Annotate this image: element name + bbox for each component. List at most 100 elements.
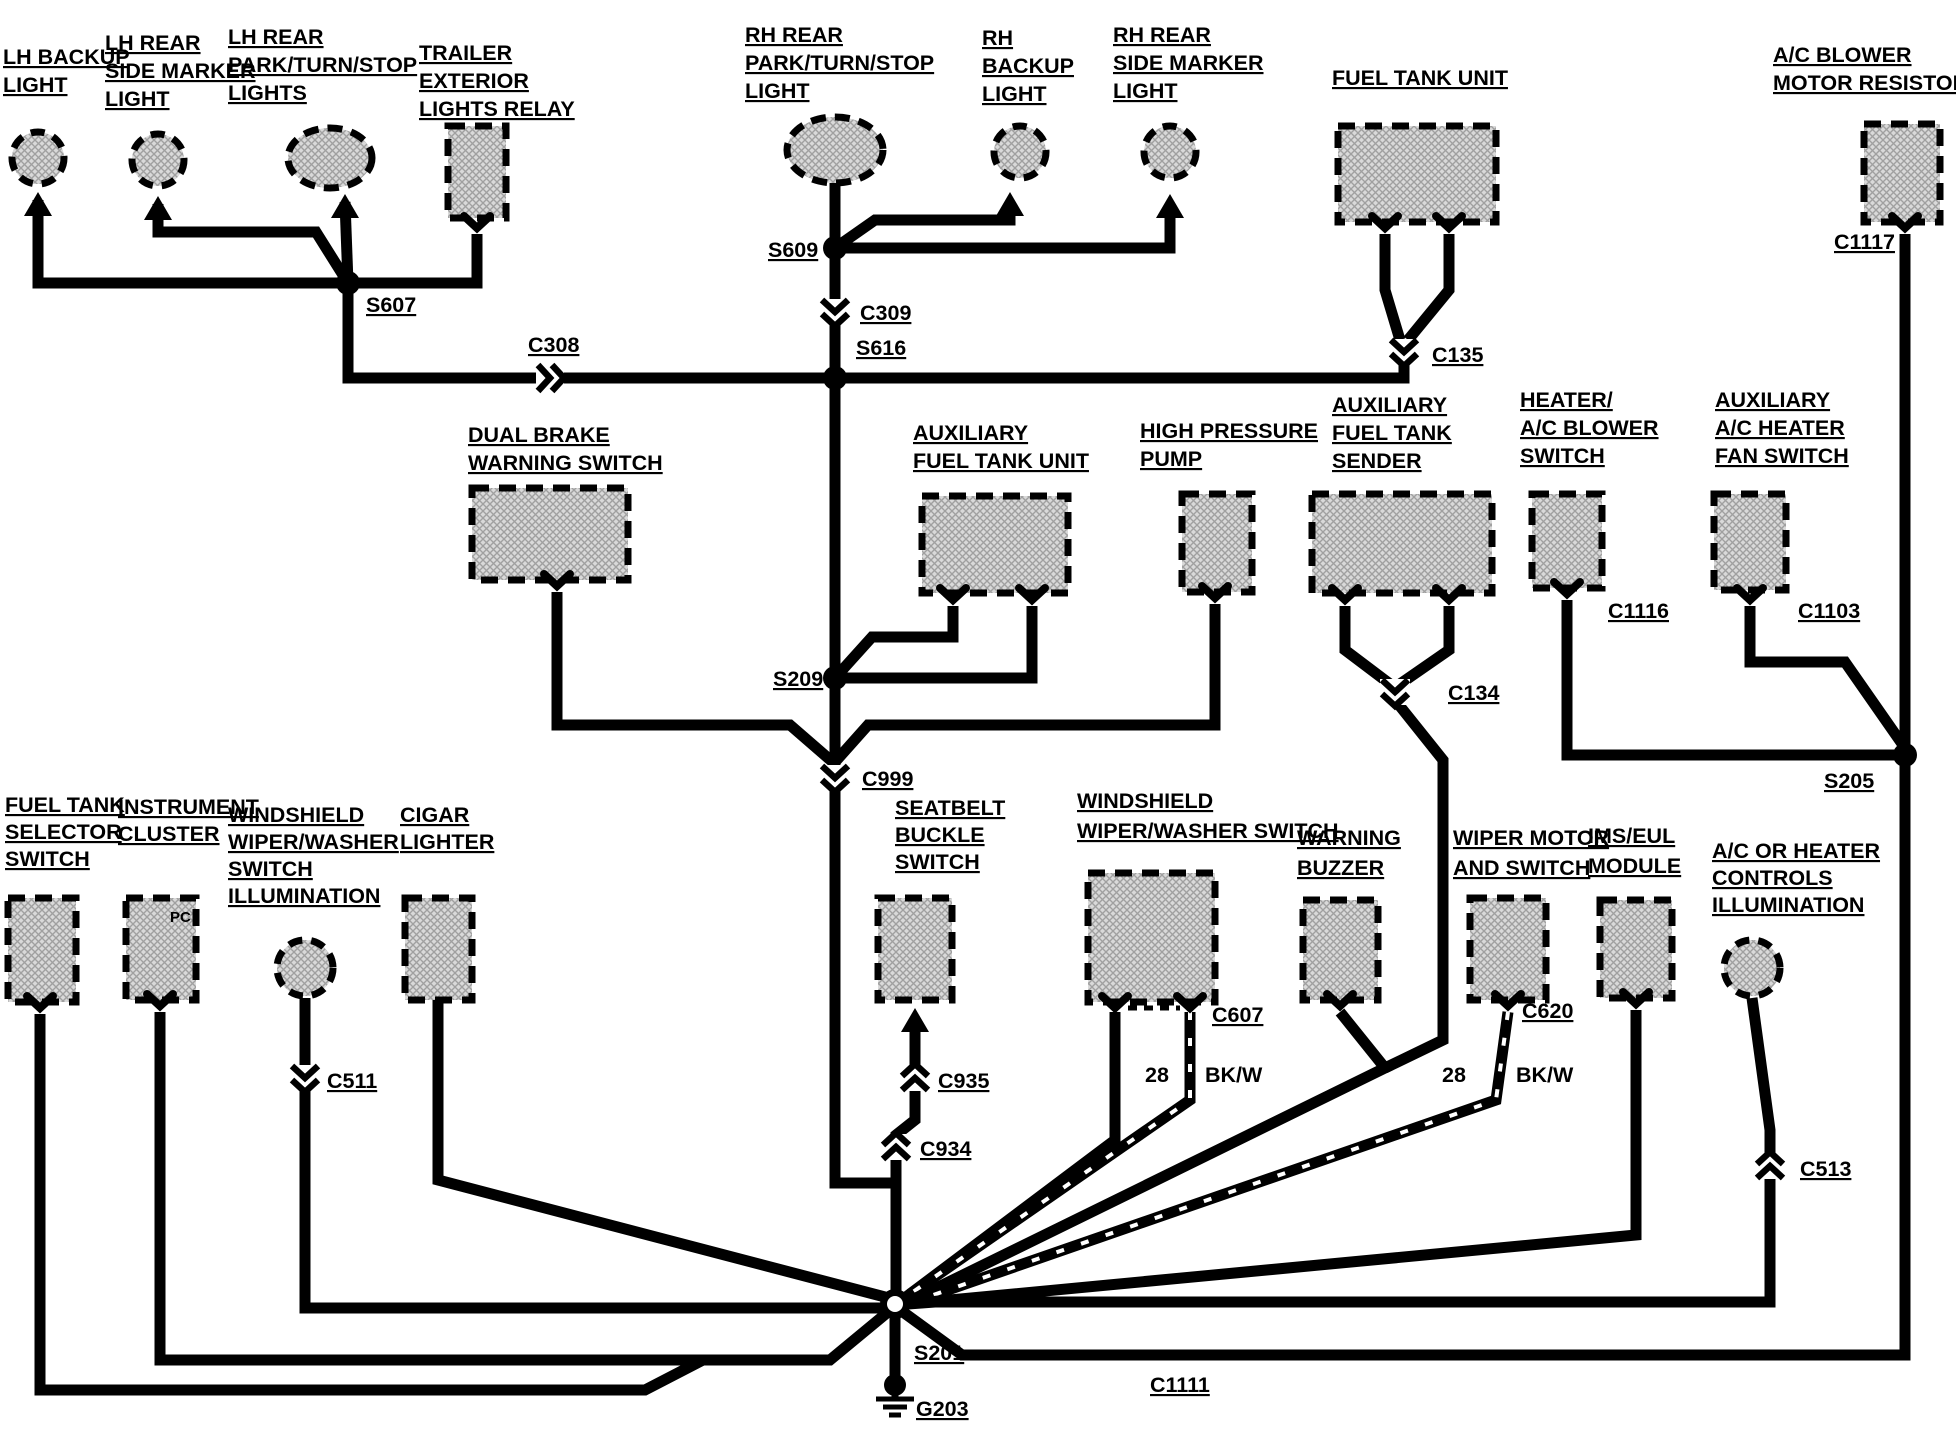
lh-rear-park-turn-stop-lights-label: PARK/TURN/STOP — [228, 53, 417, 77]
cigar-lighter-label: LIGHTER — [400, 830, 495, 854]
seatbelt-buckle-switch-shape — [874, 894, 956, 1004]
wire-label-28-2: 28 — [1442, 1063, 1466, 1087]
auxiliary-fuel-tank-sender-label: FUEL TANK — [1332, 421, 1452, 445]
heater-ac-blower-switch-label: SWITCH — [1520, 444, 1605, 468]
C309-symbol — [819, 311, 851, 331]
C620-label: C620 — [1522, 999, 1573, 1023]
rh-rear-park-turn-stop-light-label: RH REAR — [745, 23, 843, 47]
C511-symbol — [289, 1077, 321, 1097]
S616-splice-dot — [823, 366, 847, 390]
rh-backup-light-label: RH — [982, 26, 1013, 50]
fuel-tank-selector-switch-label: SELECTOR — [5, 820, 122, 844]
warning-buzzer-label: WARNING — [1297, 826, 1401, 850]
lh-backup-light-shape — [8, 128, 68, 188]
C511-label: C511 — [327, 1069, 377, 1093]
arrow-rh-backup — [996, 192, 1024, 216]
windshield-wiper-washer-switch-illumination-label: ILLUMINATION — [228, 884, 380, 908]
wire-c999-to-hub — [829, 790, 896, 1189]
rh-backup-light-shape — [990, 122, 1050, 182]
rh-backup-light-label: LIGHT — [982, 82, 1047, 106]
arrow-lh-side-marker — [144, 196, 172, 220]
windshield-wiper-washer-switch-illumination-label: SWITCH — [228, 857, 313, 881]
S609-splice-dot — [823, 236, 847, 260]
auxiliary-fuel-tank-unit-label: FUEL TANK UNIT — [913, 449, 1089, 473]
lead-fork — [1432, 584, 1466, 606]
lh-rear-side-marker-light-label: LIGHT — [105, 87, 170, 111]
C511-symbol — [289, 1063, 321, 1083]
wire-s205-to-c1111-run — [899, 755, 1911, 1361]
auxiliary-ac-heater-fan-switch-label: A/C HEATER — [1715, 416, 1845, 440]
wire-ims-run — [917, 1010, 1642, 1309]
wire-aux-ftu-right-run — [835, 606, 1038, 684]
auxiliary-fuel-tank-unit-shape — [918, 492, 1072, 597]
auxiliary-fuel-tank-sender-label: SENDER — [1332, 449, 1422, 473]
wire-warning-buzzer-run — [911, 1008, 1394, 1304]
fuel-tank-selector-switch-shape — [4, 894, 80, 1006]
S607-splice-dot — [336, 271, 360, 295]
wire-aux-ftu-left-run — [830, 606, 959, 682]
arrow-rh-side-marker — [1156, 194, 1184, 218]
C934-symbol — [880, 1142, 912, 1162]
C935-label: C935 — [938, 1069, 989, 1093]
C134-label: C134 — [1448, 681, 1499, 705]
ac-or-heater-controls-illumination-shape — [1720, 936, 1784, 1000]
C935-symbol — [899, 1059, 931, 1079]
instrument-cluster-inner-text: PC — [170, 909, 191, 926]
wire-c511-run — [299, 998, 882, 1314]
wire-hpp-run — [830, 604, 1221, 766]
heater-ac-blower-switch-label: A/C BLOWER — [1520, 416, 1659, 440]
lead-fork — [1619, 988, 1653, 1010]
C935-symbol — [899, 1073, 931, 1093]
S607-label: S607 — [366, 293, 416, 317]
seatbelt-buckle-switch-label: SEATBELT — [895, 796, 1005, 820]
lead-fork — [1098, 992, 1132, 1014]
wire-rh-backup-run — [831, 202, 1016, 253]
C1103-label: C1103 — [1798, 599, 1860, 623]
lead-fork — [23, 992, 57, 1014]
S209-label: S209 — [773, 667, 823, 691]
windshield-wiper-washer-switch-shape — [1084, 869, 1219, 1006]
lead-fork — [1491, 990, 1525, 1012]
wiper-motor-and-switch-shape — [1466, 894, 1550, 1004]
wire-instrument-cluster-run — [154, 1012, 892, 1366]
arrow-lh-park — [331, 194, 359, 218]
wire-lh-side-marker-feed — [152, 204, 353, 286]
C607-label: C607 — [1212, 1003, 1263, 1027]
dual-brake-warning-switch-shape — [468, 484, 632, 584]
wire-cigar-lighter-run — [432, 1000, 887, 1303]
lead-fork — [1888, 212, 1922, 234]
rh-rear-park-turn-stop-light-label: PARK/TURN/STOP — [745, 51, 934, 75]
wire-sender-left-lead — [1339, 606, 1394, 689]
wire-sender-right-lead — [1396, 606, 1455, 689]
S609-label: S609 — [768, 238, 818, 262]
warning-buzzer-shape — [1299, 896, 1382, 1004]
lead-fork — [1323, 990, 1357, 1012]
rh-rear-side-marker-light-label: LIGHT — [1113, 79, 1178, 103]
rh-rear-side-marker-light-shape — [1140, 122, 1200, 182]
wire-fuel-tank-unit-right-lead — [1403, 234, 1455, 344]
ac-blower-motor-resistor-label: A/C BLOWER — [1773, 43, 1912, 67]
lead-fork — [143, 990, 177, 1012]
S201-label: S201 — [914, 1341, 964, 1365]
high-pressure-pump-shape — [1178, 490, 1256, 596]
ac-or-heater-controls-illumination-label: A/C OR HEATER — [1712, 839, 1880, 863]
S209-splice-dot — [823, 666, 847, 690]
windshield-wiper-washer-switch-label: WIPER/WASHER SWITCH — [1077, 819, 1339, 843]
lead-fork — [1368, 212, 1402, 234]
ac-blower-motor-resistor-shape — [1860, 120, 1944, 226]
dual-brake-warning-switch-label: WARNING SWITCH — [468, 451, 663, 475]
C513-label: C513 — [1800, 1157, 1851, 1181]
rh-rear-side-marker-light-label: SIDE MARKER — [1113, 51, 1264, 75]
auxiliary-fuel-tank-unit-label: AUXILIARY — [913, 421, 1028, 445]
lead-fork — [460, 212, 494, 234]
lead-fork — [540, 570, 574, 592]
lh-rear-park-turn-stop-lights-label: LIGHTS — [228, 81, 307, 105]
lh-backup-light-label: LIGHT — [3, 73, 68, 97]
fuel-tank-unit-shape — [1334, 122, 1500, 226]
C934-label: C934 — [920, 1137, 971, 1161]
wire-fuel-selector-run — [34, 1014, 706, 1396]
C134-symbol — [1379, 691, 1411, 711]
cigar-lighter-shape — [401, 894, 476, 1004]
windshield-wiper-washer-switch-illumination-shape — [273, 936, 337, 1000]
